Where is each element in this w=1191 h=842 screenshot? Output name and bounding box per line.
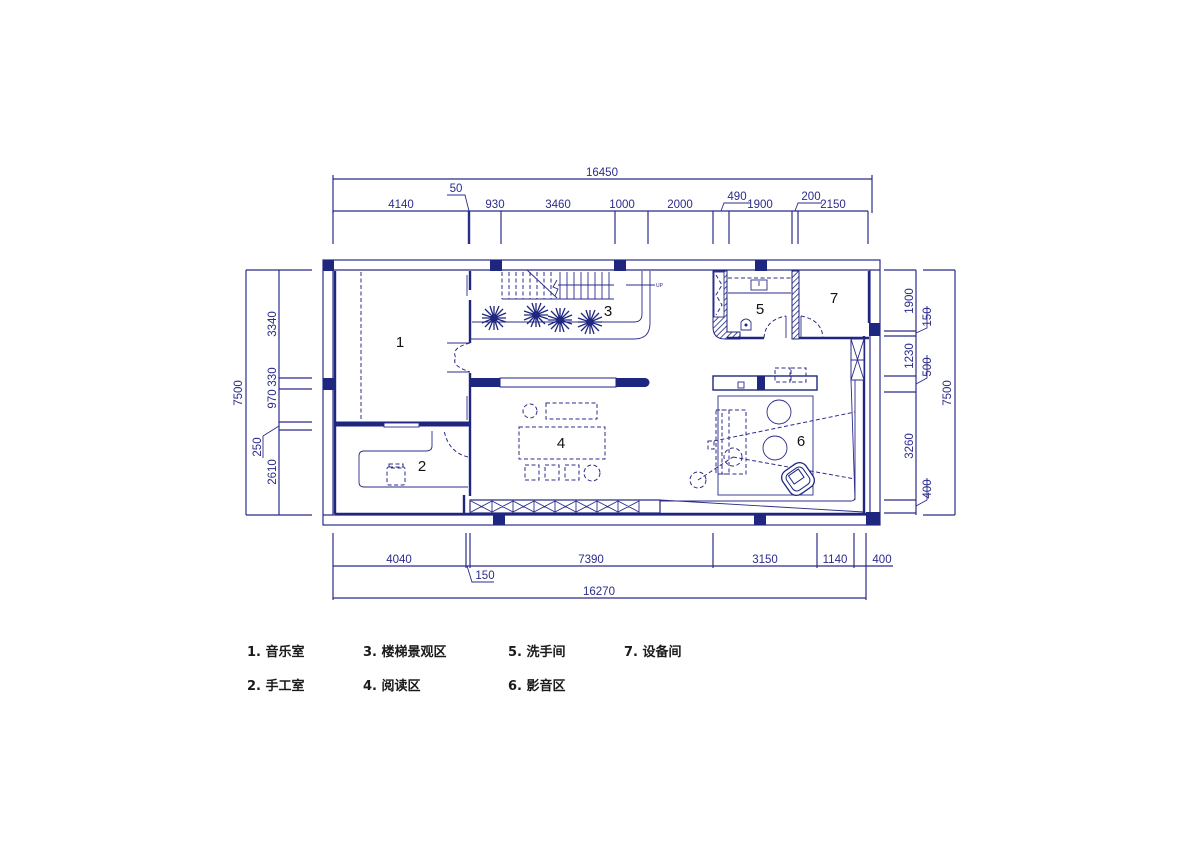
legend-item-craft-room: 2. 手工室 bbox=[247, 679, 305, 694]
room-legend: 1. 音乐室 3. 楼梯景观区 5. 洗手间 7. 设备间 2. 手工室 4. … bbox=[247, 641, 707, 701]
dim-top-0: 4140 bbox=[388, 199, 414, 211]
room-number-4: 4 bbox=[557, 435, 565, 452]
room-number-5: 5 bbox=[756, 301, 764, 318]
dim-left-0: 3340 bbox=[267, 311, 279, 337]
room-music: 1 bbox=[334, 272, 471, 428]
top-dimension-chain: 16450 4140 50 930 3460 1000 2000 490 190… bbox=[332, 167, 873, 244]
dim-top-2: 930 bbox=[485, 199, 504, 211]
dim-bottom-1: 150 bbox=[475, 570, 494, 582]
legend-item-stair-landscape: 3. 楼梯景观区 bbox=[363, 645, 447, 660]
room-equipment: 7 bbox=[800, 271, 871, 339]
room-number-2: 2 bbox=[418, 458, 426, 475]
tree-icon bbox=[481, 302, 603, 335]
room-craft: 2 bbox=[358, 429, 469, 488]
dim-bottom-total: 16270 bbox=[583, 586, 615, 598]
room-number-1: 1 bbox=[396, 334, 404, 351]
room-reading: 4 bbox=[469, 377, 865, 514]
dim-left-3: 250 bbox=[252, 437, 264, 456]
dim-right-total: 7500 bbox=[942, 380, 954, 406]
room-number-7: 7 bbox=[830, 290, 838, 307]
dim-bottom-3: 3150 bbox=[752, 554, 778, 566]
room-number-6: 6 bbox=[797, 433, 805, 450]
dim-top-6: 490 bbox=[727, 191, 746, 203]
dim-right-0: 1900 bbox=[904, 288, 916, 314]
room-stair-landscape: UP 3 bbox=[470, 269, 664, 340]
dim-right-3: 500 bbox=[922, 357, 934, 376]
dim-right-1: 150 bbox=[922, 307, 934, 326]
legend-item-av-area: 6. 影音区 bbox=[508, 679, 566, 694]
dim-top-1: 50 bbox=[450, 183, 463, 195]
legend-item-washroom: 5. 洗手间 bbox=[508, 645, 566, 660]
dim-right-4: 3260 bbox=[904, 433, 916, 459]
room-av: 6 bbox=[660, 338, 865, 502]
dim-top-5: 2000 bbox=[667, 199, 693, 211]
dim-bottom-2: 7390 bbox=[578, 554, 604, 566]
dim-right-5: 400 bbox=[922, 479, 934, 498]
right-dimension-chain: 7500 1900 150 1230 500 3260 400 bbox=[884, 269, 956, 516]
armchair-icon bbox=[780, 461, 816, 497]
legend-item-equipment-room: 7. 设备间 bbox=[624, 645, 682, 660]
dim-top-9: 2150 bbox=[820, 199, 846, 211]
stair-up-label: UP bbox=[656, 283, 664, 289]
legend-item-reading-area: 4. 阅读区 bbox=[363, 679, 421, 694]
dim-top-total: 16450 bbox=[586, 167, 618, 179]
dim-top-4: 1000 bbox=[609, 199, 635, 211]
dim-right-2: 1230 bbox=[904, 343, 916, 369]
dim-left-4: 2610 bbox=[267, 459, 279, 485]
legend-item-music-room: 1. 音乐室 bbox=[247, 645, 305, 660]
room-washroom: 5 bbox=[712, 270, 869, 340]
dim-bottom-4: 1140 bbox=[823, 554, 848, 566]
room-number-3: 3 bbox=[604, 303, 612, 320]
dim-bottom-5: 400 bbox=[872, 554, 891, 566]
dim-left-total: 7500 bbox=[233, 380, 245, 406]
dim-left-2: 330 bbox=[267, 367, 279, 386]
dim-bottom-0: 4040 bbox=[386, 554, 412, 566]
left-dimension-chain: 7500 3340 970 330 250 2610 bbox=[233, 269, 312, 516]
dim-left-1: 970 bbox=[267, 389, 279, 408]
dim-top-3: 3460 bbox=[545, 199, 571, 211]
bottom-dimension-chain: 4040 150 7390 3150 1140 400 16270 bbox=[332, 533, 893, 600]
dim-top-7: 1900 bbox=[747, 199, 773, 211]
outer-walls bbox=[322, 259, 881, 526]
dim-top-8: 200 bbox=[801, 191, 820, 203]
